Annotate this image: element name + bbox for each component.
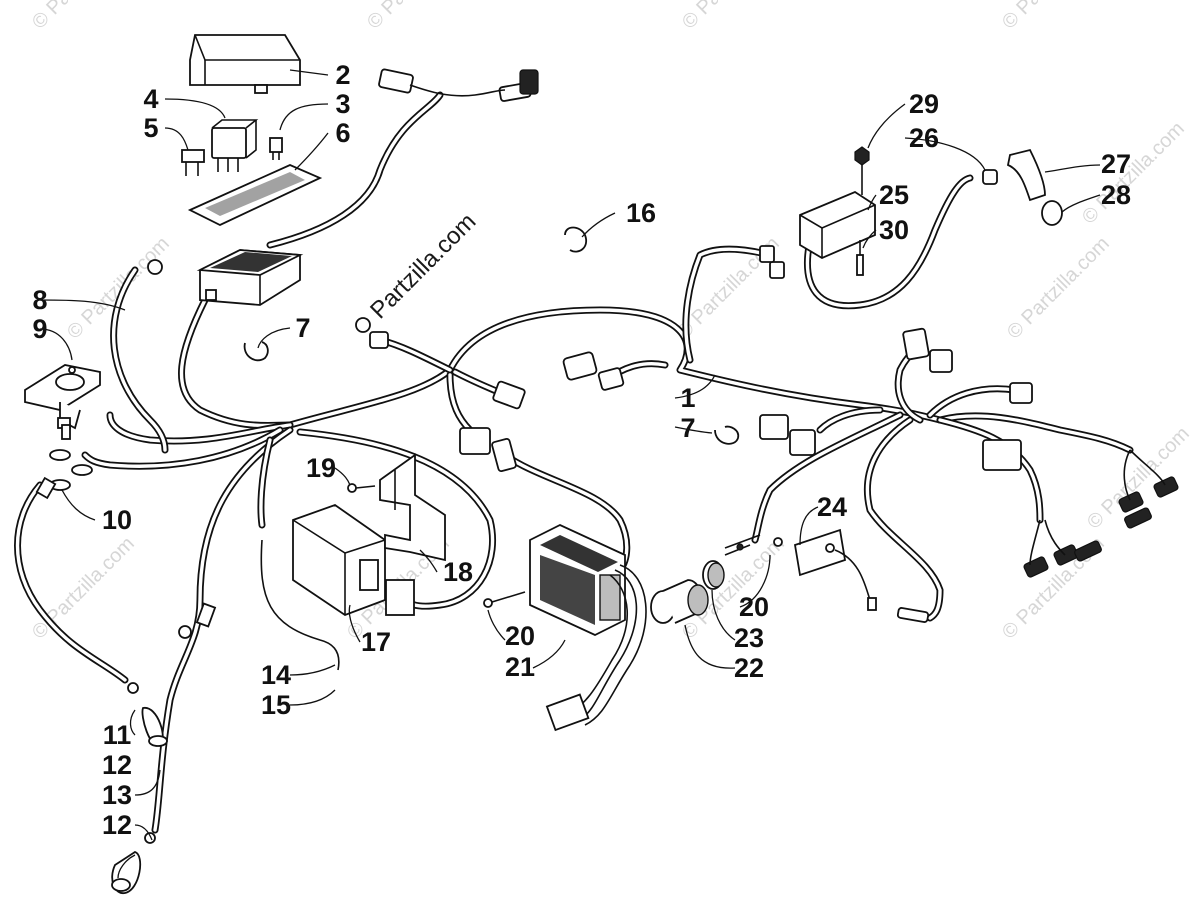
callout-15: 15 bbox=[261, 690, 291, 720]
callout-20-right: 20 bbox=[739, 592, 769, 622]
center-connectors bbox=[369, 245, 816, 473]
fuse-mini bbox=[269, 137, 283, 160]
callout-28: 28 bbox=[1101, 180, 1131, 210]
spark-plug-cap-parts bbox=[982, 148, 1063, 226]
regulator-wires bbox=[545, 564, 647, 732]
callout-5: 5 bbox=[143, 113, 158, 143]
callout-7-top: 7 bbox=[295, 313, 310, 343]
terminal-boots bbox=[111, 707, 168, 894]
callout-16: 16 bbox=[626, 198, 656, 228]
callout-2: 2 bbox=[335, 60, 350, 90]
callout-27: 27 bbox=[1101, 149, 1131, 179]
callout-11: 11 bbox=[103, 720, 132, 750]
bolt-20 bbox=[483, 591, 526, 608]
callout-3: 3 bbox=[335, 89, 350, 119]
callout-18: 18 bbox=[443, 557, 473, 587]
fuse-small bbox=[181, 149, 205, 176]
watermark-7: © Partzilla.com bbox=[1003, 233, 1114, 344]
callout-6: 6 bbox=[335, 118, 350, 148]
bolt-19 bbox=[347, 483, 376, 493]
callout-10: 10 bbox=[102, 505, 132, 535]
callout-9: 9 bbox=[32, 314, 47, 344]
callout-17: 17 bbox=[361, 627, 391, 657]
watermark-1: © Partzilla.com bbox=[28, 0, 139, 34]
cdi-module bbox=[292, 503, 415, 617]
cable-clamps bbox=[243, 226, 740, 445]
watermark-6: © Partzilla.com bbox=[1078, 118, 1189, 229]
callout-24: 24 bbox=[817, 492, 847, 522]
terminals-20 bbox=[724, 534, 761, 556]
callout-25: 25 bbox=[879, 180, 909, 210]
callout-21: 21 bbox=[505, 652, 535, 682]
callout-22: 22 bbox=[734, 653, 764, 683]
callout-19: 19 bbox=[306, 453, 336, 483]
callout-12-upper: 12 bbox=[102, 750, 132, 780]
callout-numbers: 2 3 6 4 5 7 8 9 10 11 12 13 12 14 15 16 … bbox=[32, 60, 1131, 840]
callout-1: 1 bbox=[680, 383, 695, 413]
watermark-5: © Partzilla.com bbox=[63, 233, 174, 344]
ring-terminals bbox=[35, 259, 371, 844]
relay bbox=[211, 119, 259, 172]
fuse-decal bbox=[187, 164, 323, 227]
voltage-regulator bbox=[529, 524, 626, 636]
watermark-2: © Partzilla.com bbox=[363, 0, 474, 34]
callout-23: 23 bbox=[734, 623, 764, 653]
watermark-9: © Partzilla.com bbox=[28, 533, 139, 644]
fuse-box-cover bbox=[189, 34, 301, 94]
callout-13: 13 bbox=[102, 780, 132, 810]
top-connectors bbox=[378, 68, 539, 102]
callout-20-left: 20 bbox=[505, 621, 535, 651]
callout-7-center: 7 bbox=[680, 413, 695, 443]
right-connectors bbox=[896, 327, 1179, 623]
callout-29: 29 bbox=[909, 89, 939, 119]
leader-lines bbox=[39, 69, 1101, 879]
watermark-4: © Partzilla.com bbox=[998, 0, 1109, 34]
callout-30: 30 bbox=[879, 215, 909, 245]
partzilla-watermark: Partzilla.com bbox=[365, 208, 481, 324]
callout-14: 14 bbox=[261, 660, 291, 690]
callout-26: 26 bbox=[909, 123, 939, 153]
ignition-coil bbox=[799, 146, 876, 276]
callout-8: 8 bbox=[32, 285, 47, 315]
watermark-3: © Partzilla.com bbox=[678, 0, 789, 34]
callout-4: 4 bbox=[143, 84, 158, 114]
sensor-plate bbox=[773, 528, 877, 611]
power-outlet bbox=[650, 560, 725, 624]
starter-solenoid bbox=[24, 364, 101, 430]
callout-12-lower: 12 bbox=[102, 810, 132, 840]
main-harness bbox=[14, 91, 1134, 834]
fuse-box bbox=[196, 249, 304, 306]
mounting-bracket bbox=[379, 453, 446, 562]
